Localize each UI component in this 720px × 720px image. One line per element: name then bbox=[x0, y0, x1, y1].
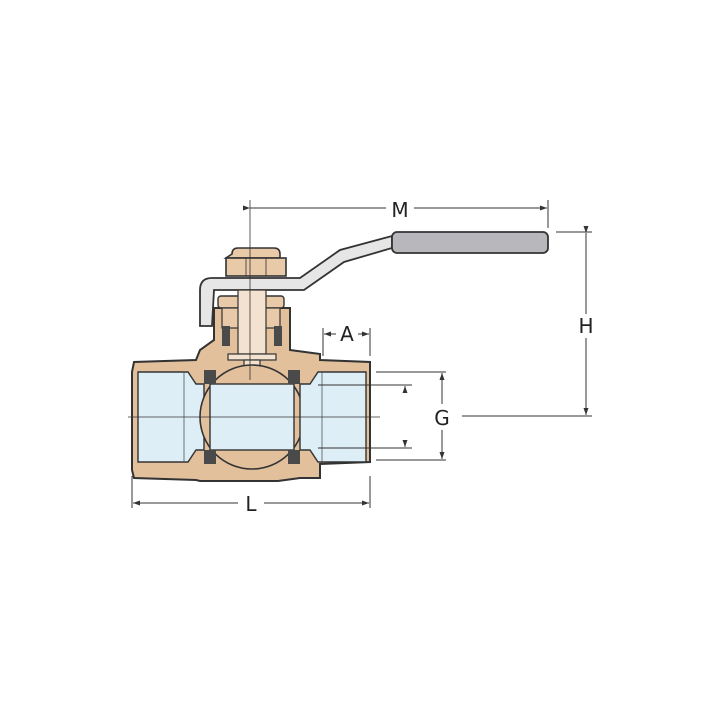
seat-right-bottom bbox=[288, 450, 300, 464]
label-a: A bbox=[340, 322, 354, 346]
seat-left-top bbox=[204, 370, 216, 384]
stem bbox=[237, 289, 267, 355]
label-h: H bbox=[578, 314, 593, 338]
label-g: G bbox=[434, 406, 450, 430]
label-l: L bbox=[245, 492, 257, 516]
label-m: M bbox=[391, 198, 408, 222]
dimension-m bbox=[243, 200, 549, 228]
seat-right-top bbox=[288, 370, 300, 384]
center-lines bbox=[128, 200, 380, 418]
dimension-h bbox=[462, 226, 592, 417]
handle-grip bbox=[391, 231, 549, 254]
lever-handle bbox=[199, 231, 549, 327]
seat-left-bottom bbox=[204, 450, 216, 464]
stem-nut bbox=[223, 247, 287, 277]
dimension-a bbox=[322, 328, 371, 356]
dimension-l bbox=[131, 476, 371, 508]
dimension-g bbox=[318, 371, 446, 461]
